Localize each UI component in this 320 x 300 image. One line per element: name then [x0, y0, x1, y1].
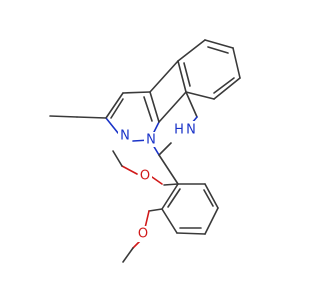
- atom-o2-text: O: [138, 227, 148, 242]
- dimethoxyphenyl-ring: [158, 154, 219, 235]
- atom-label-o1: O: [138, 168, 152, 184]
- atom-nh-n-text: N: [186, 123, 196, 138]
- atom-n2-text: N: [146, 133, 156, 148]
- atom-n1-text: N: [120, 129, 130, 144]
- atom-label-n1: N: [118, 128, 132, 144]
- atom-label-n2: N: [144, 132, 158, 148]
- atom-o1-text: O: [140, 169, 150, 184]
- central-ring: [149, 60, 198, 156]
- methoxy-groups: [112, 150, 179, 263]
- atom-label-nh: H N: [172, 121, 198, 139]
- chemical-structure: N N H N O O: [49, 39, 241, 263]
- methyl-bond: [49, 115, 78, 118]
- atom-label-o2: O: [136, 226, 150, 242]
- atom-nh-h-text: H: [174, 123, 184, 138]
- benzo-ring: [177, 39, 241, 100]
